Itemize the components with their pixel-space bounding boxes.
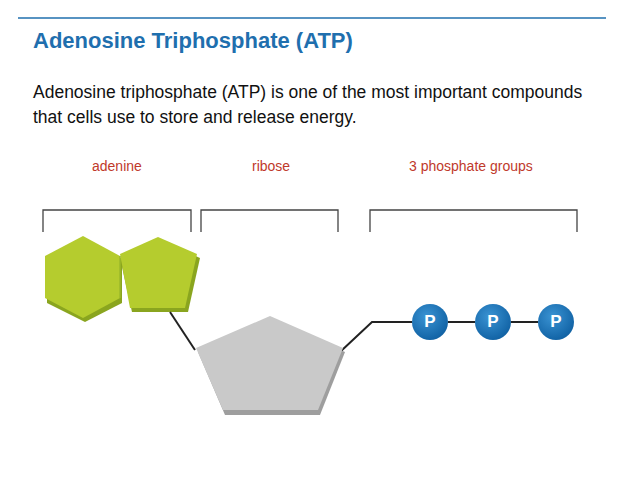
brackets bbox=[43, 210, 577, 232]
phosphate-letter: P bbox=[424, 312, 435, 332]
phosphate-bond bbox=[448, 321, 475, 323]
phosphate-circle: P bbox=[475, 304, 511, 340]
phosphate-circle: P bbox=[412, 304, 448, 340]
phosphate-bond bbox=[511, 321, 538, 323]
phosphate-letter: P bbox=[550, 312, 561, 332]
title: Adenosine Triphosphate (ATP) bbox=[33, 28, 353, 54]
phosphate-circle: P bbox=[538, 304, 574, 340]
part-label: 3 phosphate groups bbox=[409, 158, 533, 174]
top-rule bbox=[18, 17, 606, 19]
intro-text: Adenosine triphosphate (ATP) is one of t… bbox=[33, 80, 613, 130]
part-label: adenine bbox=[92, 158, 142, 174]
phosphate-letter: P bbox=[487, 312, 498, 332]
adenine-shape bbox=[45, 236, 200, 322]
ribose-shape bbox=[196, 316, 345, 415]
part-label: ribose bbox=[252, 158, 290, 174]
